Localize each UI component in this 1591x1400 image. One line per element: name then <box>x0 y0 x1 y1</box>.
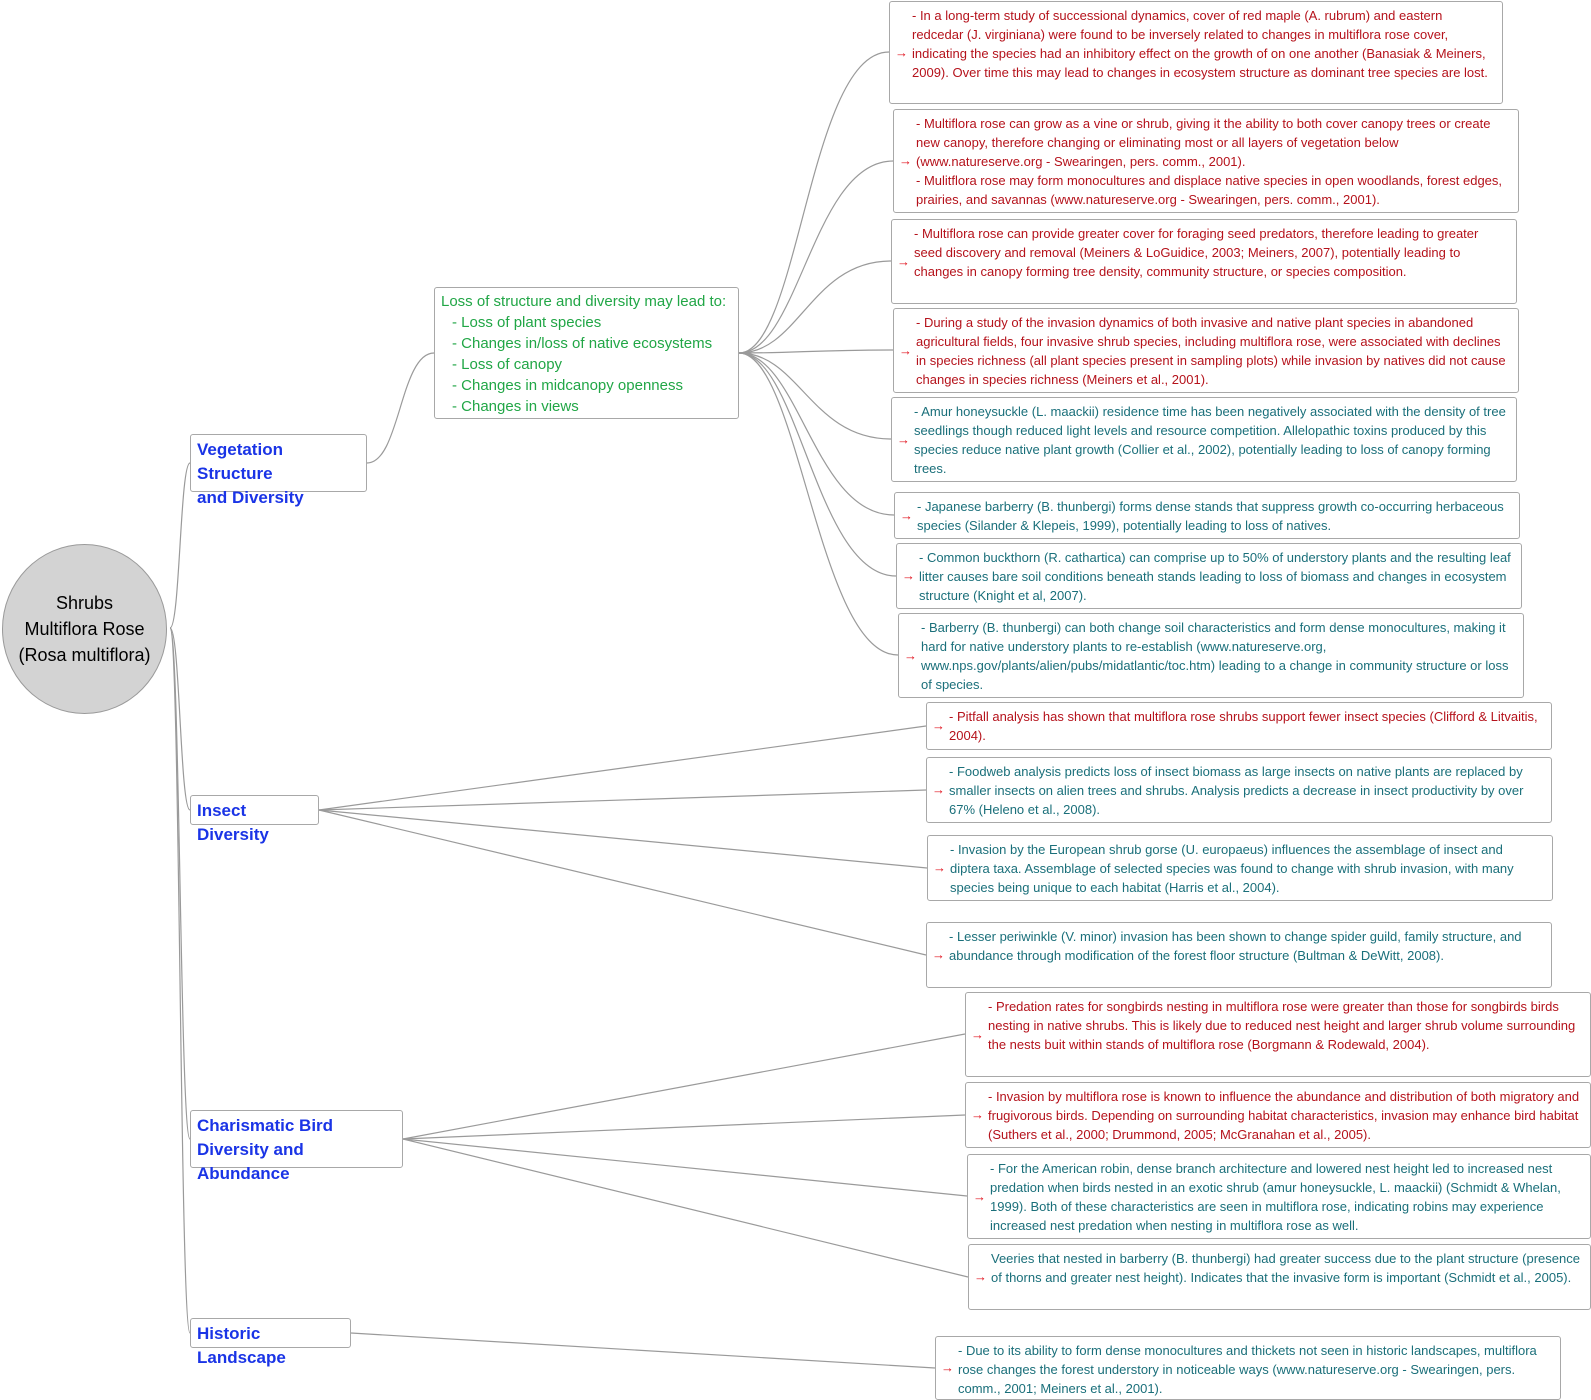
note-arrow-icon: → <box>897 253 910 269</box>
note-arrow-icon: → <box>899 342 912 358</box>
central-topic-line: Shrubs <box>55 593 114 613</box>
note-arrow-icon: → <box>932 782 945 797</box>
connector-topic-note <box>350 1332 936 1369</box>
subtopic-item: - Changes in views <box>452 398 579 415</box>
connector-root-topic <box>169 627 191 1140</box>
central-topic[interactable]: Shrubs Multiflora Rose (Rosa multiflora) <box>2 544 167 714</box>
note-arrow-icon: → <box>971 1107 984 1122</box>
connector-subtopic-note <box>738 352 892 440</box>
connector-subtopic-note <box>738 260 892 354</box>
topic-charismatic-bird[interactable]: Charismatic Bird Diversity and Abundance <box>190 1110 403 1183</box>
connector-topic-note <box>318 789 927 811</box>
note-arrow-icon: → <box>974 1269 987 1284</box>
topic-label: Vegetation Structure <box>197 440 283 483</box>
note-arrow-icon: → <box>932 947 945 962</box>
connector-topic-note <box>318 809 927 956</box>
subtopic-item: - Changes in midcanopy openness <box>452 377 683 394</box>
note-arrow-icon: → <box>941 1360 954 1375</box>
note-veg-6[interactable]: → - Japanese barberry (B. thunbergi) for… <box>894 492 1520 539</box>
note-arrow-icon: → <box>902 568 915 583</box>
note-bird-3[interactable]: → - For the American robin, dense branch… <box>967 1154 1591 1239</box>
note-veg-1[interactable]: → - In a long-term study of successional… <box>889 1 1503 104</box>
note-bird-1[interactable]: → - Predation rates for songbirds nestin… <box>965 992 1591 1077</box>
connector-root-topic <box>169 462 191 629</box>
note-text: - Predation rates for songbirds nesting … <box>988 999 1576 1052</box>
note-veg-2[interactable]: → - Multiflora rose can grow as a vine o… <box>893 109 1519 213</box>
connector-topic-note <box>318 725 927 811</box>
note-historic-1[interactable]: → - Due to its ability to form dense mon… <box>935 1336 1561 1400</box>
topic-label: Diversity and Abundance <box>197 1140 304 1183</box>
topic-label: and Diversity <box>197 488 304 507</box>
connector-topic-note <box>402 1033 966 1140</box>
topic-label: Historic Landscape <box>197 1324 286 1367</box>
note-text: - Common buckthorn (R. cathartica) can c… <box>919 550 1511 603</box>
connector-subtopic-note <box>738 349 894 354</box>
connector-subtopic-note <box>738 352 895 516</box>
topic-vegetation-structure[interactable]: Vegetation Structure and Diversity <box>190 434 367 507</box>
subtopic-heading: Loss of structure and diversity may lead… <box>441 293 727 310</box>
connector-topic-note <box>318 809 928 869</box>
note-text: - In a long-term study of successional d… <box>912 8 1488 80</box>
note-text: - Invasion by the European shrub gorse (… <box>950 842 1514 895</box>
subtopic-loss-of-structure[interactable]: Loss of structure and diversity may lead… <box>434 287 739 419</box>
note-arrow-icon: → <box>933 860 946 875</box>
note-arrow-icon: → <box>932 718 945 733</box>
topic-historic-landscape[interactable]: Historic Landscape <box>190 1318 351 1367</box>
connector-topic-note <box>402 1114 966 1140</box>
note-text: - For the American robin, dense branch a… <box>990 1161 1561 1233</box>
note-text: - Japanese barberry (B. thunbergi) forms… <box>917 499 1504 533</box>
connector-subtopic-note <box>738 51 890 354</box>
note-arrow-icon: → <box>971 1026 984 1042</box>
note-veg-5[interactable]: → - Amur honeysuckle (L. maackii) reside… <box>891 397 1517 482</box>
subtopic-item: - Loss of canopy <box>452 356 563 373</box>
subtopic-item: - Loss of plant species <box>452 314 602 331</box>
note-text: - Foodweb analysis predicts loss of inse… <box>949 764 1524 817</box>
note-text: Veeries that nested in barberry (B. thun… <box>991 1251 1580 1285</box>
note-arrow-icon: → <box>895 44 908 60</box>
note-veg-8[interactable]: → - Barberry (B. thunbergi) can both cha… <box>898 613 1524 698</box>
note-text: - Pitfall analysis has shown that multif… <box>949 709 1538 743</box>
note-bird-4[interactable]: → Veeries that nested in barberry (B. th… <box>968 1244 1591 1310</box>
note-text: - Amur honeysuckle (L. maackii) residenc… <box>914 404 1506 476</box>
note-arrow-icon: → <box>904 647 917 663</box>
note-text: - Multiflora rose can provide greater co… <box>914 226 1479 279</box>
note-text: - Lesser periwinkle (V. minor) invasion … <box>949 929 1522 963</box>
note-insect-1[interactable]: → - Pitfall analysis has shown that mult… <box>926 702 1552 750</box>
note-text: - Multiflora rose can grow as a vine or … <box>916 116 1503 207</box>
connector-root-topic <box>169 627 191 811</box>
connector-root-topic <box>169 627 191 1334</box>
note-insect-4[interactable]: → - Lesser periwinkle (V. minor) invasio… <box>926 922 1552 988</box>
subtopic-item: - Changes in/loss of native ecosystems <box>452 335 713 352</box>
note-text: - Barberry (B. thunbergi) can both chang… <box>921 620 1509 692</box>
connector-subtopic-note <box>738 352 897 577</box>
note-veg-3[interactable]: → - Multiflora rose can provide greater … <box>891 219 1517 304</box>
connector-topic-subtopic <box>366 352 435 464</box>
note-arrow-icon: → <box>899 153 912 168</box>
topic-insect-diversity[interactable]: Insect Diversity <box>190 795 319 844</box>
connector-subtopic-note <box>738 160 894 354</box>
note-arrow-icon: → <box>973 1188 986 1204</box>
note-veg-4[interactable]: → - During a study of the invasion dynam… <box>893 308 1519 393</box>
note-veg-7[interactable]: → - Common buckthorn (R. cathartica) can… <box>896 543 1522 609</box>
note-bird-2[interactable]: → - Invasion by multiflora rose is known… <box>965 1082 1591 1148</box>
connector-subtopic-note <box>738 352 899 656</box>
note-text: - During a study of the invasion dynamic… <box>916 315 1506 387</box>
connector-topic-note <box>402 1138 969 1278</box>
note-insect-2[interactable]: → - Foodweb analysis predicts loss of in… <box>926 757 1552 823</box>
note-arrow-icon: → <box>900 507 913 523</box>
note-text: - Due to its ability to form dense monoc… <box>958 1343 1537 1396</box>
topic-label: Insect Diversity <box>197 801 269 844</box>
central-topic-line: Multiflora Rose <box>24 619 145 639</box>
connector-topic-note <box>402 1138 968 1197</box>
central-topic-line: (Rosa multiflora) <box>18 645 151 665</box>
topic-label: Charismatic Bird <box>197 1116 334 1135</box>
note-text: - Invasion by multiflora rose is known t… <box>988 1089 1580 1142</box>
note-arrow-icon: → <box>897 431 910 447</box>
note-insect-3[interactable]: → - Invasion by the European shrub gorse… <box>927 835 1553 901</box>
